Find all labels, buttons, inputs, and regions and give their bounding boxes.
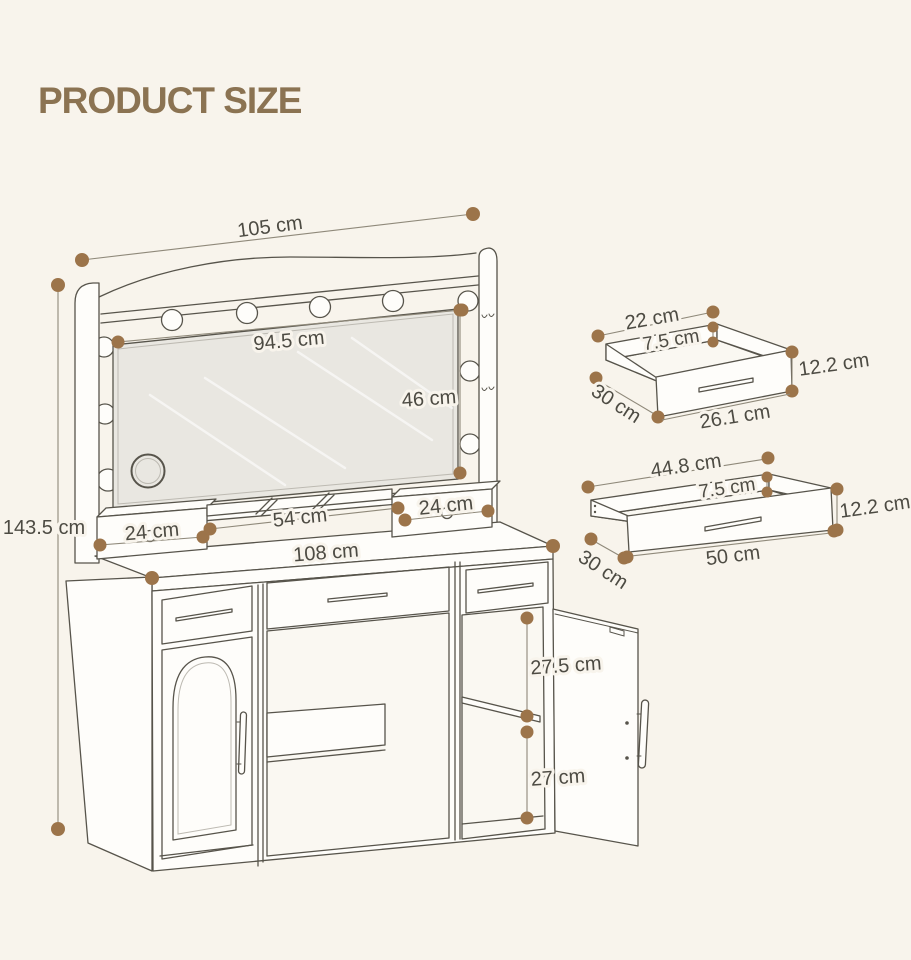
dim-dot <box>391 501 405 515</box>
large-drawer-box <box>590 473 834 553</box>
drawer-handle <box>477 582 534 594</box>
mirror-right-post <box>478 247 498 549</box>
light-bulb <box>459 433 481 455</box>
drawer-knob <box>440 506 454 520</box>
mirror-left-post <box>74 282 100 564</box>
cabinet-shelf <box>461 696 541 723</box>
open-cabinet-door <box>552 608 650 847</box>
dim-dot <box>75 253 89 267</box>
hinge-dot <box>625 721 629 725</box>
light-bulb <box>308 295 332 319</box>
small-drawer-box <box>605 323 793 418</box>
dim-label-small-side-depth: 30 cm <box>587 380 645 428</box>
magnifying-mirror <box>130 453 166 489</box>
dim-dot <box>520 811 534 825</box>
dim-dot <box>520 611 534 625</box>
dim-dot <box>453 466 467 480</box>
hinge-dot <box>625 756 629 760</box>
dim-dot <box>584 532 598 546</box>
desk-drawer-right <box>465 561 549 614</box>
vanity-drawing: 105 cm 143.5 cm 94.5 cm 46 cm <box>0 207 650 872</box>
dim-dot <box>707 321 719 333</box>
dim-dot <box>203 522 217 536</box>
desk-left-side-panel <box>65 576 153 872</box>
tabletop-right-drawer <box>391 480 501 538</box>
light-bulb <box>381 289 405 313</box>
dim-dot <box>589 371 603 385</box>
dim-dot <box>546 539 560 553</box>
door-handle <box>636 699 650 769</box>
dim-large-side-depth: 30 cm <box>571 532 635 597</box>
drawer-handle <box>175 608 233 622</box>
dim-label-top-width: 105 cm <box>236 212 304 242</box>
dim-dot <box>785 384 799 398</box>
dim-dot <box>706 305 720 319</box>
dim-dot <box>620 550 634 564</box>
door-handle <box>236 711 248 775</box>
dim-left-top-drawer: 24 cm <box>93 516 210 552</box>
dim-dot <box>51 822 65 836</box>
dim-dot <box>581 480 595 494</box>
dim-dot <box>591 329 605 343</box>
dim-label-small-front-height: 12.2 cm <box>797 349 871 381</box>
dim-dot <box>145 571 159 585</box>
dim-dot <box>51 278 65 292</box>
desk-drawer-left <box>161 585 253 645</box>
dim-dot <box>93 538 107 552</box>
dim-label-mirror-height: 46 cm <box>401 386 457 412</box>
dim-dot <box>466 207 480 221</box>
drawer-handle <box>704 516 762 532</box>
dim-label-large-back-width: 44.8 cm <box>649 450 723 482</box>
dim-dot <box>520 725 534 739</box>
page-title: PRODUCT SIZE <box>38 80 302 121</box>
light-bulb <box>459 360 481 382</box>
desk-stiles <box>257 561 461 867</box>
light-bulbs-top <box>160 289 405 332</box>
large-drawer-diagram: 44.8 cm 7.5 cm 12.2 cm 30 cm 50 cm <box>571 447 911 597</box>
screw-marks <box>481 313 495 391</box>
dim-top-width: 105 cm <box>75 207 480 267</box>
dim-dot <box>830 482 844 496</box>
dim-dot <box>707 336 719 348</box>
dim-large-front-height: 12.2 cm <box>830 482 911 537</box>
dim-dot <box>827 524 841 538</box>
dim-label-left-top-drawer: 24 cm <box>124 519 180 546</box>
dim-label-tray-width: 54 cm <box>272 504 328 532</box>
desk-drawer-middle <box>266 566 450 630</box>
dim-label-large-front-height: 12.2 cm <box>838 491 911 523</box>
dim-small-front-height: 12.2 cm <box>785 345 874 398</box>
dim-dot <box>453 303 467 317</box>
dim-dot <box>398 513 412 527</box>
dim-dot <box>111 335 125 349</box>
light-bulb <box>160 308 184 332</box>
dim-dot <box>761 451 775 465</box>
right-cabinet-interior <box>461 606 546 840</box>
dim-dot <box>761 471 773 483</box>
dim-label-cabinet-lower: 27 cm <box>530 765 586 791</box>
light-bulb <box>235 301 259 325</box>
drawer-handle <box>698 377 754 393</box>
dim-dot <box>785 345 799 359</box>
small-drawer-diagram: 22 cm 7.5 cm 12.2 cm 30 cm 26.1 cm <box>584 300 874 436</box>
mirror-unit <box>74 247 498 564</box>
dim-dot <box>481 504 495 518</box>
dim-dot <box>651 410 665 424</box>
dim-label-total-height: 143.5 cm <box>3 517 85 539</box>
modesty-panel <box>266 703 386 763</box>
drawer-handle <box>327 592 388 603</box>
dim-dot <box>761 486 773 498</box>
dim-dot <box>520 709 534 723</box>
left-cabinet-door <box>159 636 254 860</box>
dim-total-height: 143.5 cm <box>0 278 88 836</box>
desk-unit <box>65 480 650 872</box>
